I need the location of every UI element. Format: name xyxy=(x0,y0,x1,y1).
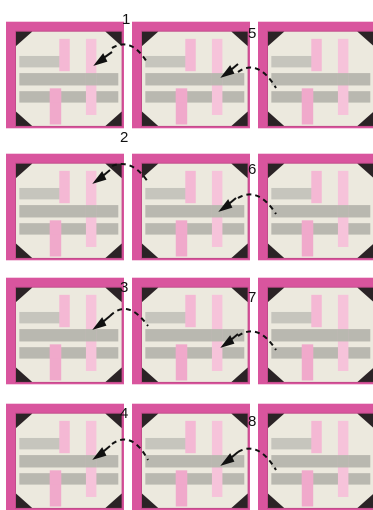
step-label-6: 6 xyxy=(248,161,256,178)
step-label-1: 1 xyxy=(122,11,130,28)
quilt-block-r2c2 xyxy=(132,154,250,261)
step-label-7: 7 xyxy=(248,289,256,306)
quilt-block-r4c3 xyxy=(258,404,373,510)
quilt-block-r3c1 xyxy=(6,278,124,385)
step-label-5: 5 xyxy=(248,25,256,42)
quilt-block-r3c3 xyxy=(258,278,373,385)
quilt-block-r4c1 xyxy=(6,404,124,510)
quilt-block-r1c2 xyxy=(132,22,250,129)
step-label-4: 4 xyxy=(120,405,128,422)
step-label-3: 3 xyxy=(120,279,128,296)
quilt-block-r3c2 xyxy=(132,278,250,385)
quilt-block-r2c1 xyxy=(6,154,124,261)
quilt-block-r1c3 xyxy=(258,22,373,129)
step-label-2: 2 xyxy=(120,129,128,146)
quilt-block-r1c1 xyxy=(6,22,124,129)
quilt-block-r2c3 xyxy=(258,154,373,261)
step-label-8: 8 xyxy=(248,413,256,430)
